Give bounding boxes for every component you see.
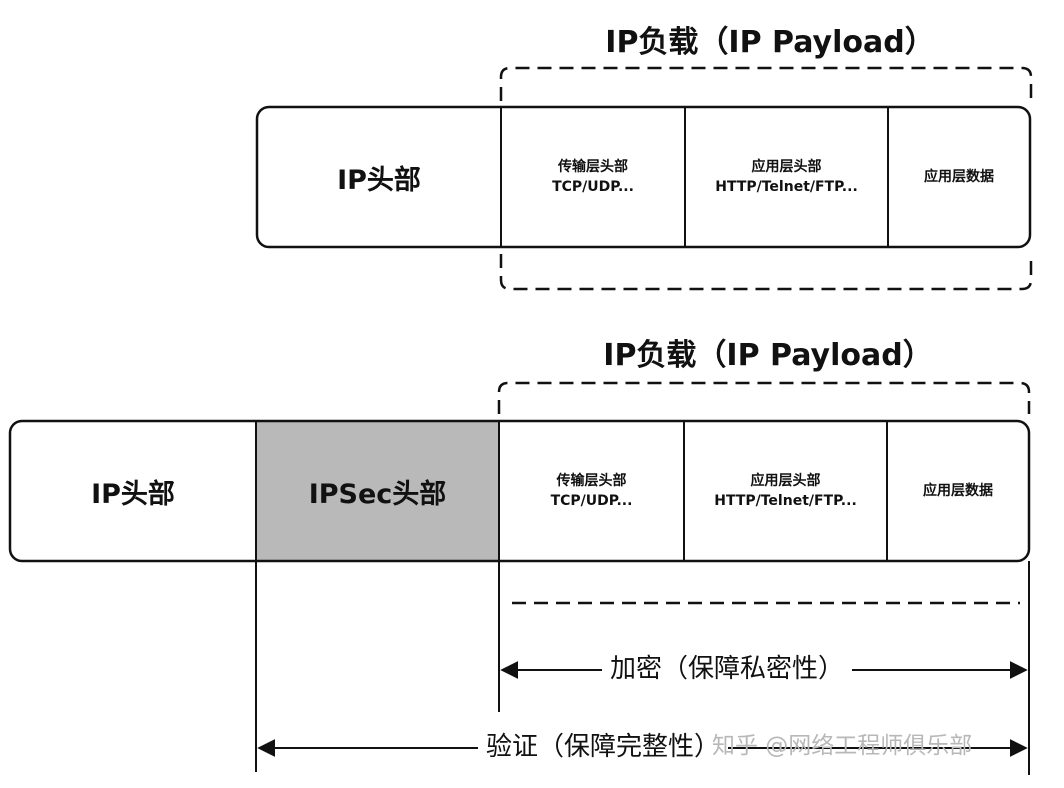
bottom-app-header-protocols: HTTP/Telnet/FTP...: [714, 493, 857, 509]
bottom-transport-header-name: 传输层头部: [556, 472, 627, 489]
bottom-transport-header: 传输层头部 TCP/UDP...: [499, 421, 684, 561]
top-packet-frame: [255, 105, 1032, 249]
bottom-app-header-name: 应用层头部: [750, 472, 821, 489]
ipsec-header: IPSec头部: [308, 478, 447, 510]
bottom-packet-frame: [8, 419, 1031, 563]
bottom-payload-title: IP负载（IP Payload）: [603, 338, 933, 373]
bottom-payload-bracket: [497, 381, 1031, 605]
authentication-label: 验证（保障完整性）: [478, 734, 729, 760]
top-ip-header: IP头部: [337, 164, 421, 196]
bottom-app-header: 应用层头部 HTTP/Telnet/FTP...: [684, 421, 887, 561]
top-app-header-protocols: HTTP/Telnet/FTP...: [715, 179, 858, 195]
encryption-label: 加密（保障私密性）: [602, 656, 853, 682]
bottom-transport-header-protocols: TCP/UDP...: [550, 493, 633, 509]
watermark: 知乎 @网络工程师俱乐部: [712, 733, 973, 759]
top-app-data: 应用层数据: [924, 168, 994, 185]
top-transport-header: 传输层头部 TCP/UDP...: [501, 107, 685, 247]
top-transport-header-protocols: TCP/UDP...: [552, 179, 634, 195]
top-payload-bracket: [499, 66, 1033, 291]
top-transport-header-name: 传输层头部: [558, 158, 628, 175]
ipsec-header-fill: [256, 421, 499, 561]
top-app-header-name: 应用层头部: [751, 158, 822, 175]
top-payload-title: IP负载（IP Payload）: [605, 25, 935, 60]
bottom-app-data: 应用层数据: [923, 482, 993, 499]
bottom-ip-header: IP头部: [91, 478, 175, 510]
top-app-header: 应用层头部 HTTP/Telnet/FTP...: [685, 107, 888, 247]
